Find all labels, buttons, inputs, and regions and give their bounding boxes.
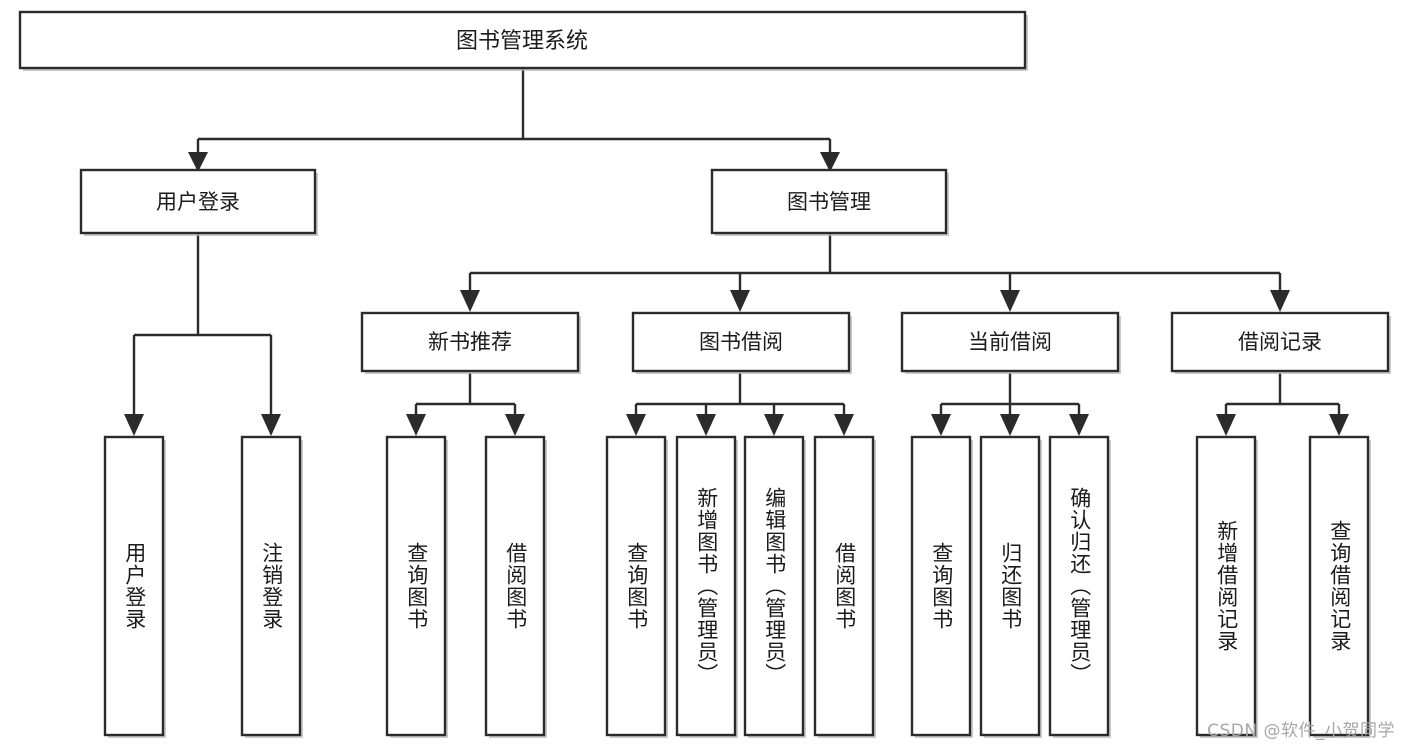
node-user-login-box[interactable] bbox=[79, 168, 317, 235]
node-layer: 图书管理系统 用户登录 图书管理 新书推荐 bbox=[18, 10, 1391, 738]
node-book-manage[interactable]: 图书管理 bbox=[710, 168, 949, 236]
arrowhead-bookborrow-to-leaf6 bbox=[696, 414, 716, 436]
node-new-book-rec-label: 新书推荐 bbox=[428, 330, 512, 354]
watermark-text: CSDN @软件_小贺同学 bbox=[1207, 721, 1395, 741]
connector-layer bbox=[124, 68, 1349, 436]
arrowhead-bookmanage-to-newbook bbox=[460, 290, 480, 312]
node-leaf-10-box[interactable] bbox=[979, 435, 1041, 737]
edge-borrowrecord-bus bbox=[1224, 373, 1341, 420]
arrowhead-bookmanage-to-bookborrow bbox=[730, 290, 750, 312]
node-book-manage-box[interactable] bbox=[710, 168, 948, 235]
node-book-borrow-label: 图书借阅 bbox=[699, 330, 783, 354]
edge-newbook-bus bbox=[414, 373, 517, 420]
node-leaf-13-box[interactable] bbox=[1308, 435, 1370, 737]
node-user-login-label: 用户登录 bbox=[156, 190, 240, 214]
arrowhead-currentborrow-to-leaf11 bbox=[1069, 414, 1089, 436]
arrowhead-borrowrecord-to-leaf13 bbox=[1329, 414, 1349, 436]
node-leaf-2-box[interactable] bbox=[240, 435, 302, 737]
arrowhead-bookborrow-to-leaf8 bbox=[834, 414, 854, 436]
node-leaf-6-box[interactable] bbox=[675, 435, 737, 737]
node-borrow-record-box[interactable] bbox=[1170, 311, 1390, 373]
node-new-book-rec-box[interactable] bbox=[360, 311, 580, 373]
arrowhead-currentborrow-to-leaf10 bbox=[1000, 414, 1020, 436]
node-leaf-4-box[interactable] bbox=[484, 435, 546, 737]
arrowhead-bookborrow-to-leaf5 bbox=[626, 414, 646, 436]
edge-userlogin-bus bbox=[132, 233, 273, 420]
node-root-label: 图书管理系统 bbox=[456, 29, 588, 54]
node-current-borrow-label: 当前借阅 bbox=[968, 330, 1052, 354]
arrowhead-userlogin-to-leaf2 bbox=[261, 414, 281, 436]
node-user-login[interactable]: 用户登录 bbox=[79, 168, 318, 236]
node-root-box[interactable] bbox=[18, 10, 1027, 70]
arrowhead-newbook-to-leaf4 bbox=[505, 414, 525, 436]
arrowhead-bookborrow-to-leaf7 bbox=[764, 414, 784, 436]
edge-bookborrow-bus bbox=[634, 373, 846, 420]
arrowhead-currentborrow-to-leaf9 bbox=[931, 414, 951, 436]
node-book-manage-label: 图书管理 bbox=[787, 190, 871, 214]
edge-root-bus bbox=[196, 68, 832, 158]
node-leaf-8-box[interactable] bbox=[813, 435, 875, 737]
edge-bookmanage-bus bbox=[468, 233, 1282, 296]
node-leaf-11-box[interactable] bbox=[1048, 435, 1110, 737]
node-leaf-12-box[interactable] bbox=[1195, 435, 1257, 737]
node-leaf-7-box[interactable] bbox=[743, 435, 805, 737]
arrowhead-borrowrecord-to-leaf12 bbox=[1216, 414, 1236, 436]
node-leaf-9-box[interactable] bbox=[910, 435, 972, 737]
arrowhead-root-to-user-login bbox=[188, 152, 208, 172]
edge-currentborrow-bus bbox=[939, 373, 1081, 420]
arrowhead-newbook-to-leaf3 bbox=[406, 414, 426, 436]
leaf-box-layer bbox=[103, 435, 1371, 738]
node-borrow-record[interactable]: 借阅记录 bbox=[1170, 311, 1391, 374]
node-current-borrow-box[interactable] bbox=[900, 311, 1120, 373]
arrowhead-root-to-book-manage bbox=[820, 152, 840, 172]
node-leaf-3-box[interactable] bbox=[385, 435, 447, 737]
arrowhead-bookmanage-to-currentborrow bbox=[1000, 290, 1020, 312]
node-current-borrow[interactable]: 当前借阅 bbox=[900, 311, 1121, 374]
node-leaf-5-box[interactable] bbox=[605, 435, 667, 737]
arrowhead-bookmanage-to-borrowrecord bbox=[1270, 290, 1290, 312]
node-root[interactable]: 图书管理系统 bbox=[18, 10, 1028, 71]
node-book-borrow-box[interactable] bbox=[631, 311, 851, 373]
node-borrow-record-label: 借阅记录 bbox=[1238, 330, 1322, 354]
node-leaf-1-box[interactable] bbox=[103, 435, 165, 737]
arrowhead-userlogin-to-leaf1 bbox=[124, 414, 144, 436]
node-book-borrow[interactable]: 图书借阅 bbox=[631, 311, 852, 374]
node-new-book-rec[interactable]: 新书推荐 bbox=[360, 311, 581, 374]
